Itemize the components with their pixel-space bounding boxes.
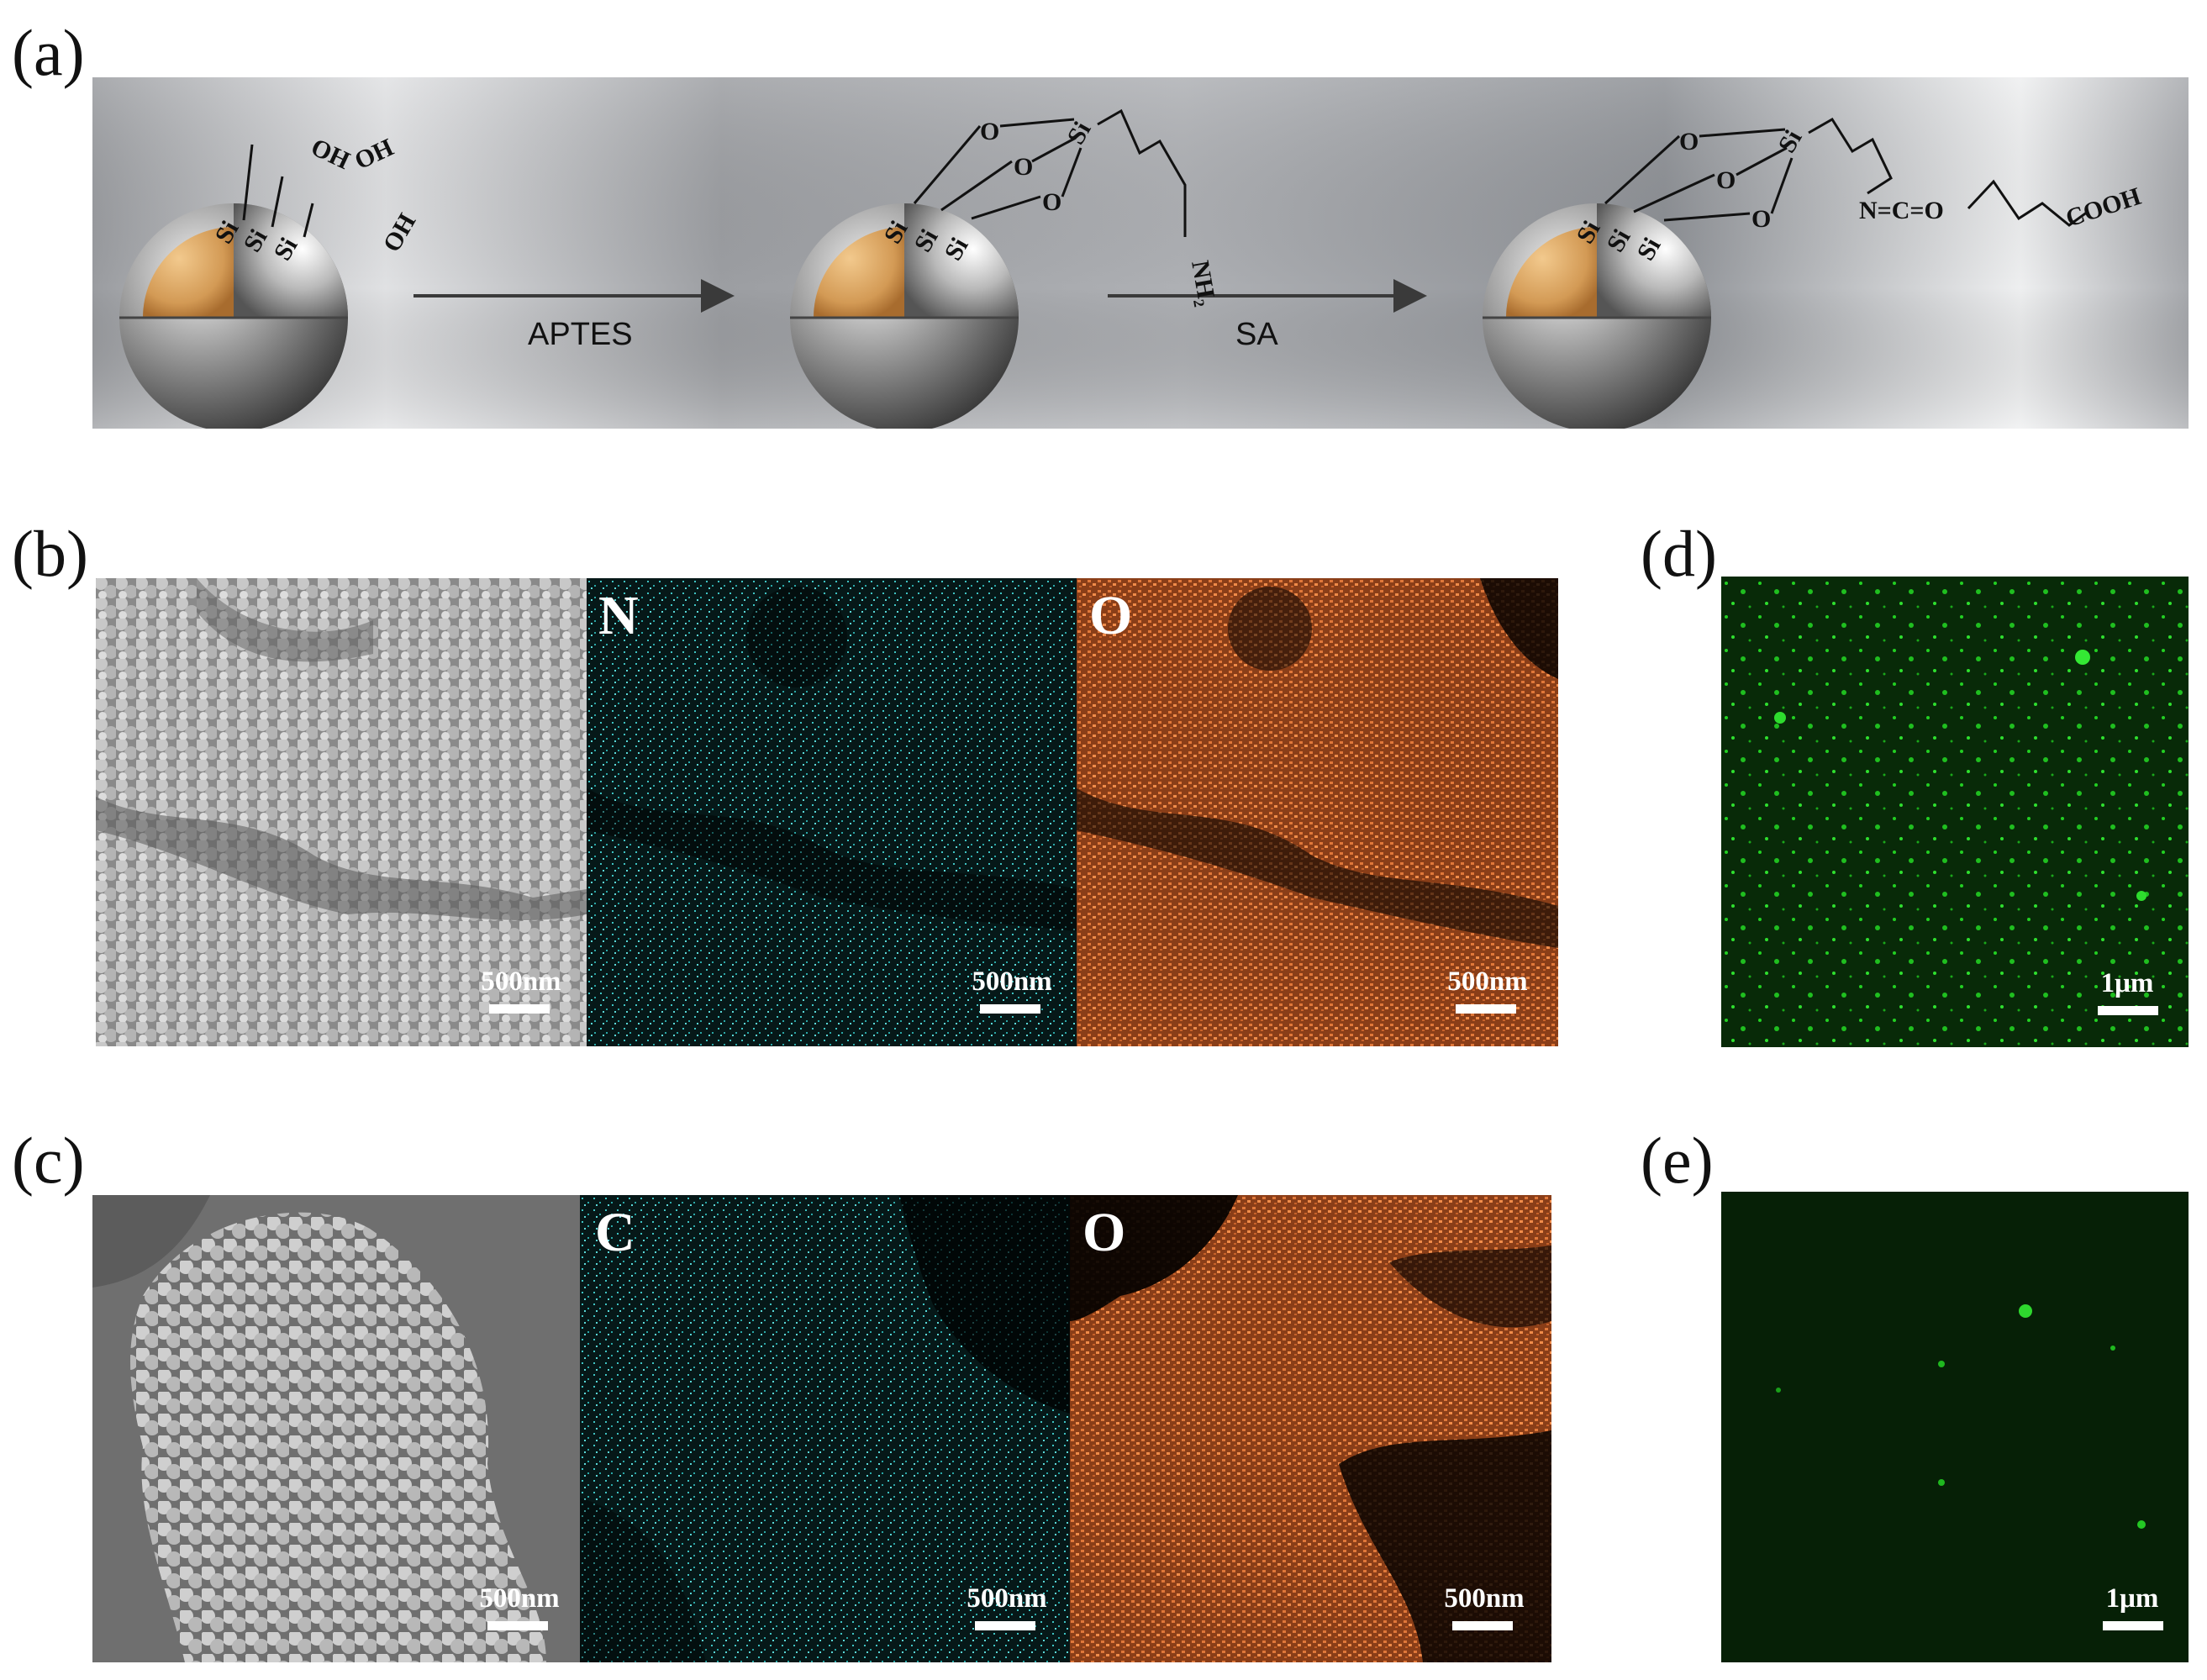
svg-text:O: O (980, 118, 999, 145)
scalebar-e (2103, 1621, 2163, 1630)
scalebar-label-d: 1μm (2100, 968, 2154, 998)
scheme-panel: APTES SA Si Si Si OH OH OH Si Si Si O O … (92, 77, 2189, 429)
c-map-image (580, 1195, 1070, 1662)
svg-text:O: O (1014, 153, 1033, 181)
fluorescence-image-e (1721, 1192, 2189, 1662)
reagent-aptes: APTES (528, 317, 633, 352)
element-label-n: N (598, 585, 639, 646)
row-c-maps (92, 1195, 1551, 1662)
scalebar-c-sem (487, 1621, 548, 1630)
scalebar-d (2098, 1006, 2158, 1015)
n-map-image (587, 578, 1077, 1046)
particle-stage2 (790, 203, 1019, 429)
svg-text:O: O (1716, 166, 1736, 194)
particle-stage3 (1483, 203, 1711, 429)
reagent-sa: SA (1235, 317, 1278, 352)
svg-text:O: O (1042, 188, 1061, 216)
scalebar-b-sem (489, 1004, 550, 1014)
panel-label-a: (a) (12, 16, 85, 89)
scalebar-label-c-o: 500nm (1444, 1583, 1525, 1614)
sem-image-b (96, 578, 587, 1046)
scalebar-label-c-sem: 500nm (479, 1583, 560, 1614)
o-map-image-c (1070, 1195, 1551, 1662)
panel-label-d: (d) (1641, 517, 1717, 590)
scalebar-b-o (1456, 1004, 1516, 1014)
panel-label-b: (b) (12, 517, 88, 590)
fluorescence-image-d (1721, 577, 2189, 1047)
sem-image-c (92, 1195, 580, 1662)
particle-stage1 (119, 203, 348, 429)
scalebar-b-n (980, 1004, 1040, 1014)
element-label-o-b: O (1089, 585, 1133, 646)
scalebar-label-c-c: 500nm (967, 1583, 1047, 1614)
scalebar-c-o (1452, 1621, 1513, 1630)
row-b-maps (96, 578, 1558, 1046)
element-label-o-c: O (1082, 1202, 1126, 1263)
svg-text:O: O (1751, 205, 1771, 233)
svg-text:N=C=O: N=C=O (1859, 197, 1944, 224)
svg-text:O: O (1679, 128, 1699, 155)
scalebar-label-b-sem: 500nm (481, 966, 561, 997)
scalebar-c-c (975, 1621, 1035, 1630)
scalebar-label-b-o: 500nm (1447, 966, 1528, 997)
panel-label-c: (c) (12, 1124, 85, 1197)
scalebar-label-b-n: 500nm (972, 966, 1052, 997)
panel-label-e: (e) (1641, 1124, 1714, 1197)
scalebar-label-e: 1μm (2105, 1583, 2159, 1614)
element-label-c: C (595, 1202, 635, 1263)
o-map-image-b (1077, 578, 1558, 1046)
